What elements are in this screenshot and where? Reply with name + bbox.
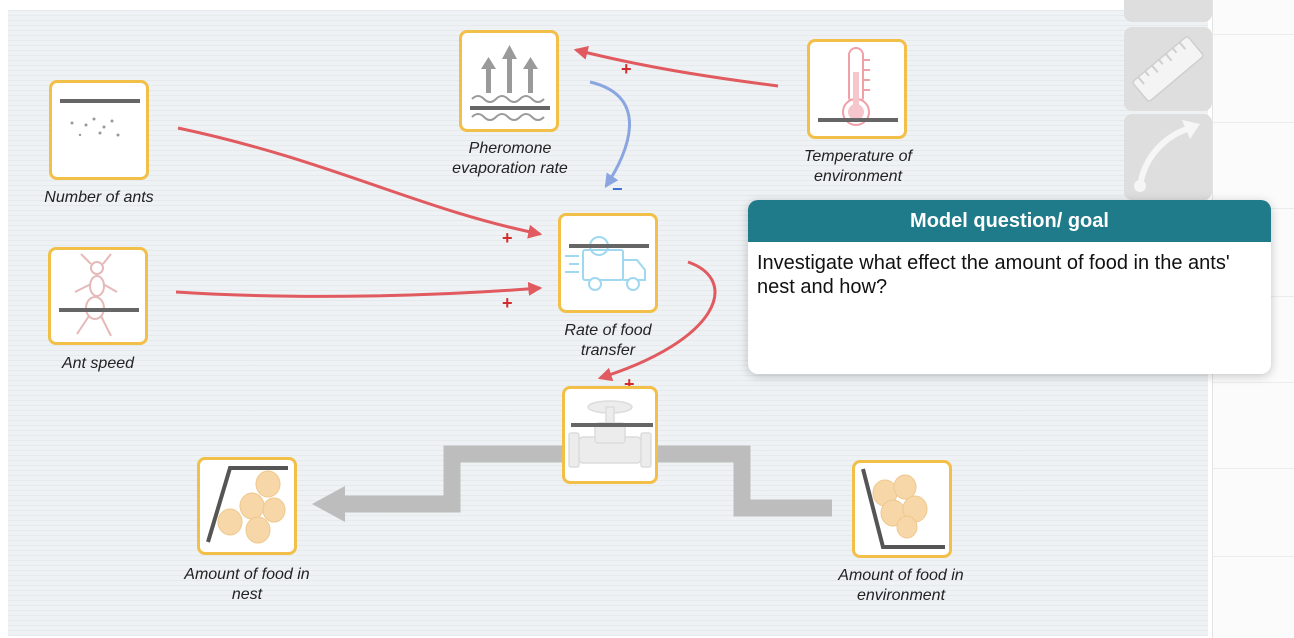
running-ant-icon: [59, 253, 139, 337]
label-food-nest-line1: Amount of food in: [184, 566, 310, 583]
label-number-of-ants: Number of ants: [44, 189, 154, 206]
label-temperature-line2: environment: [813, 168, 903, 185]
evaporation-icon: [470, 45, 550, 121]
ruler-icon: [1132, 36, 1204, 102]
label-food-env-line1: Amount of food in: [838, 567, 964, 584]
dialog-title: Model question/ goal: [748, 200, 1271, 242]
label-amount-of-food-in-environment: Amount of food in environment: [812, 566, 990, 606]
sign-plus-ants: +: [502, 228, 513, 248]
link-speed-to-rate[interactable]: [175, 281, 543, 298]
label-temperature-of-environment: Temperature of environment: [770, 147, 946, 187]
curved-arrow-icon: [1134, 120, 1200, 192]
model-question-dialog[interactable]: Model question/ goal Investigate what ef…: [748, 200, 1271, 374]
flow-valve[interactable]: [562, 386, 658, 484]
food-rising-graph-icon: [206, 466, 288, 544]
link-pheromone-to-rate[interactable]: [589, 80, 631, 188]
delivery-truck-icon: [565, 236, 649, 291]
sign-minus-pheromone: −: [612, 179, 623, 199]
sign-plus-temperature: +: [621, 59, 632, 79]
sign-plus-rate: +: [624, 374, 635, 394]
label-pheromone-evaporation-rate: Pheromone evaporation rate: [420, 139, 600, 179]
label-rate-line2: transfer: [580, 342, 636, 359]
label-rate-line1: Rate of food: [564, 322, 652, 339]
thermometer-icon: [818, 47, 898, 126]
label-rate-of-food-transfer: Rate of food transfer: [528, 321, 688, 361]
label-food-nest-line2: nest: [231, 586, 263, 603]
label-pheromone-line1: Pheromone: [468, 140, 552, 157]
label-food-env-line2: environment: [856, 587, 946, 604]
link-rate-to-valve[interactable]: [597, 260, 717, 382]
node-ant-speed[interactable]: [48, 247, 148, 345]
node-number-of-ants[interactable]: [49, 80, 149, 180]
label-amount-of-food-in-nest: Amount of food in nest: [160, 565, 334, 605]
node-amount-of-food-in-nest[interactable]: [197, 457, 297, 555]
link-ants-to-rate[interactable]: [177, 126, 543, 239]
tool-top-partial[interactable]: [1124, 0, 1212, 22]
sign-plus-speed: +: [502, 293, 513, 313]
node-amount-of-food-in-environment[interactable]: [852, 460, 952, 558]
ruler-tool-button[interactable]: [1124, 27, 1212, 111]
ants-icon: [60, 99, 140, 137]
label-pheromone-line2: evaporation rate: [452, 160, 568, 177]
food-falling-graph-icon: [861, 468, 945, 549]
label-ant-speed: Ant speed: [61, 355, 135, 372]
node-pheromone-evaporation-rate[interactable]: [459, 30, 559, 132]
link-tool-button[interactable]: [1124, 114, 1212, 200]
node-temperature-of-environment[interactable]: [807, 39, 907, 139]
valve-icon: [568, 400, 653, 468]
label-temperature-line1: Temperature of: [804, 148, 912, 165]
model-question-text[interactable]: Investigate what effect the amount of fo…: [757, 252, 1230, 298]
link-temperature-to-pheromone[interactable]: [573, 46, 779, 88]
node-rate-of-food-transfer[interactable]: [558, 213, 658, 313]
